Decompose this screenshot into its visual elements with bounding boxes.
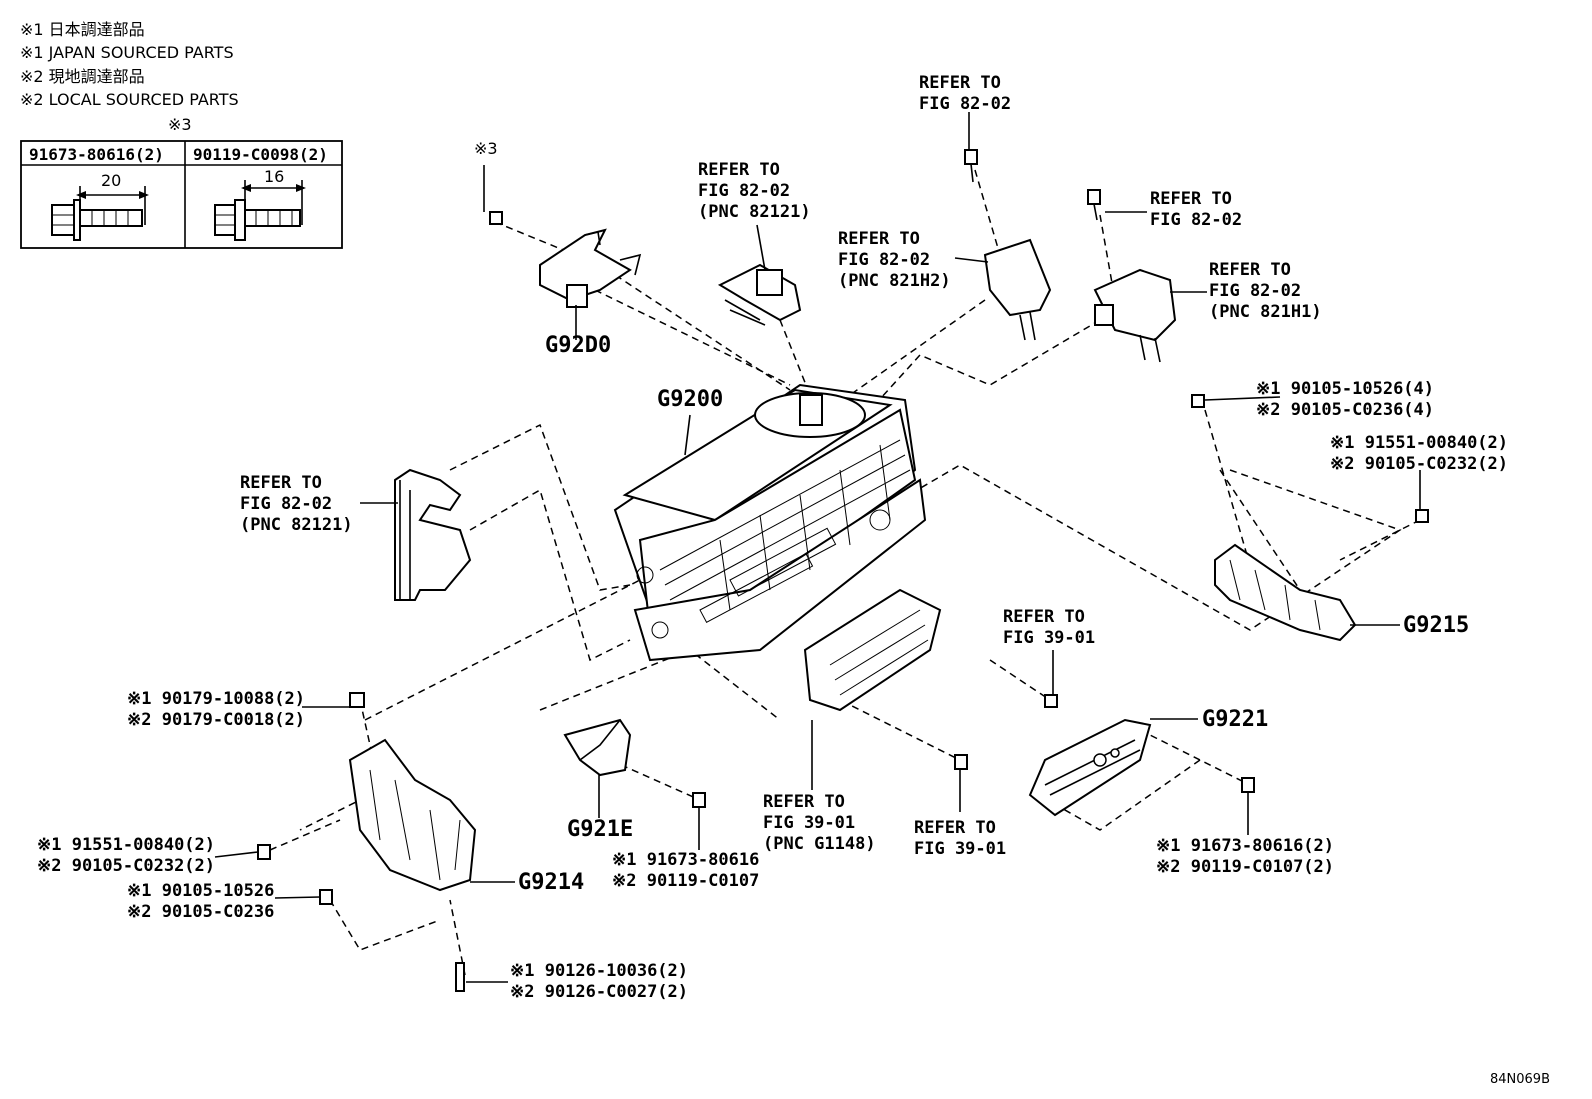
callout-nut-left: ※1 90179-10088(2) ※2 90179-C0018(2) (127, 689, 305, 730)
part-number-jp: ※1 90126-10036(2) (510, 961, 688, 981)
refer-pncg1148: REFER TO FIG 39-01 (PNC G1148) (763, 792, 876, 854)
refer-pnc82121-left: REFER TO FIG 82-02 (PNC 82121) (240, 473, 353, 535)
bracket-g92d0 (489, 211, 642, 308)
refer-line: REFER TO (240, 473, 322, 493)
flange-bolt-16-icon (214, 180, 306, 241)
part-number-jp: ※1 90105-10526(4) (1256, 379, 1434, 399)
bolt-table-col1-header: 91673-80616(2) (29, 145, 164, 164)
bolt2-length-dim: 16 (264, 167, 284, 186)
bolt1-length-dim: 20 (101, 171, 121, 190)
refer-8202-top: REFER TO FIG 82-02 (919, 73, 1011, 114)
refer-fig: FIG 39-01 (914, 839, 1006, 859)
refer-line: REFER TO (1209, 260, 1291, 280)
bolt-table-col2-header: 90119-C0098(2) (193, 145, 328, 164)
refer-fig: FIG 82-02 (698, 181, 790, 201)
callout-bolt-right-top: ※1 90105-10526(4) ※2 90105-C0236(4) (1256, 379, 1434, 420)
refer-fig: FIG 39-01 (763, 813, 855, 833)
refer-line: REFER TO (919, 73, 1001, 93)
refer-fig: FIG 82-02 (1209, 281, 1301, 301)
g9221-label: G9221 (1202, 707, 1268, 732)
refer-line: REFER TO (763, 792, 845, 812)
callout-bolt-left-low: ※1 90105-10526 ※2 90105-C0236 (127, 881, 274, 922)
part-number-local: ※2 90105-C0236(4) (1256, 400, 1434, 420)
g9214-label: G9214 (518, 870, 584, 895)
refer-fig: FIG 82-02 (240, 494, 332, 514)
part-number-local: ※2 90105-C0232(2) (1330, 454, 1508, 474)
refer-pnc821h2: REFER TO FIG 82-02 (PNC 821H2) (838, 229, 951, 291)
part-number-local: ※2 90126-C0027(2) (510, 982, 688, 1002)
flange-bolt-20-icon (51, 186, 149, 241)
callout-bolt-right-mid: ※1 91551-00840(2) ※2 90105-C0232(2) (1330, 433, 1508, 474)
refer-pnc: (PNC 821H1) (1209, 302, 1322, 322)
g92d0-label: G92D0 (545, 333, 611, 358)
g9215-label: G9215 (1403, 613, 1469, 638)
cable-bracket-pnc82121-left (394, 468, 472, 601)
leader-lines (214, 112, 1421, 983)
mark3-label: ※3 (474, 139, 498, 158)
labels: ※3 G92D0 G9200 G9215 G9221 G921E G9214 R… (37, 73, 1550, 1087)
refer-pnc: (PNC G1148) (763, 834, 876, 854)
part-number-local: ※2 90105-C0232(2) (37, 856, 215, 876)
refer-pnc82121-top: REFER TO FIG 82-02 (PNC 82121) (698, 160, 811, 222)
g921e-label: G921E (567, 817, 633, 842)
cover-plate-g9221 (1028, 718, 1255, 817)
bracket-g921e (563, 718, 706, 808)
refer-fig: FIG 82-02 (838, 250, 930, 270)
refer-3901-bottom: REFER TO FIG 39-01 (914, 818, 1006, 859)
refer-pnc: (PNC 82121) (240, 515, 353, 535)
note-japan-jp: ※1 日本調達部品 (20, 20, 145, 39)
callout-stud-bottom: ※1 90126-10036(2) ※2 90126-C0027(2) (510, 961, 688, 1002)
part-number-jp: ※1 91551-00840(2) (1330, 433, 1508, 453)
refer-pnc: (PNC 821H2) (838, 271, 951, 291)
note-local-en: ※2 LOCAL SOURCED PARTS (20, 90, 239, 109)
refer-line: REFER TO (698, 160, 780, 180)
sourcing-notes: ※1 日本調達部品 ※1 JAPAN SOURCED PARTS ※2 現地調達… (20, 20, 239, 109)
refer-3901-mid: REFER TO FIG 39-01 (1003, 607, 1095, 648)
refer-fig: FIG 82-02 (919, 94, 1011, 114)
part-number-local: ※2 90119-C0107 (612, 871, 759, 891)
inverter-assembly-g9200 (613, 383, 927, 662)
callout-bolt-left-mid: ※1 91551-00840(2) ※2 90105-C0232(2) (37, 835, 215, 876)
refer-line: REFER TO (914, 818, 996, 838)
connector-pnc82121-top (717, 263, 802, 326)
part-number-jp: ※1 90179-10088(2) (127, 689, 305, 709)
bracket-g9215 (1191, 394, 1429, 642)
bolt-table-marker: ※3 (168, 115, 192, 134)
part-number-jp: ※1 90105-10526 (127, 881, 274, 901)
refer-fig: FIG 39-01 (1003, 628, 1095, 648)
part-number-jp: ※1 91673-80616(2) (1156, 836, 1334, 856)
diagram-code: 84N069B (1490, 1072, 1550, 1087)
part-number-jp: ※1 91551-00840(2) (37, 835, 215, 855)
refer-fig: FIG 82-02 (1150, 210, 1242, 230)
refer-pnc: (PNC 82121) (698, 202, 811, 222)
g9200-label: G9200 (657, 387, 723, 412)
terminal-block-g1148 (803, 588, 1058, 770)
callout-bolt-center: ※1 91673-80616 ※2 90119-C0107 (612, 850, 759, 891)
refer-line: REFER TO (1150, 189, 1232, 209)
refer-line: REFER TO (1003, 607, 1085, 627)
note-local-jp: ※2 現地調達部品 (20, 67, 145, 86)
refer-8202-right: REFER TO FIG 82-02 (1150, 189, 1242, 230)
bolt-table: ※3 91673-80616(2) 90119-C0098(2) 20 (20, 115, 343, 249)
refer-line: REFER TO (838, 229, 920, 249)
part-number-jp: ※1 91673-80616 (612, 850, 759, 870)
sensor-pnc821h1 (1087, 189, 1177, 363)
assembly-lines (269, 169, 1421, 976)
part-number-local: ※2 90119-C0107(2) (1156, 857, 1334, 877)
refer-pnc821h1: REFER TO FIG 82-02 (PNC 821H1) (1209, 260, 1322, 322)
note-japan-en: ※1 JAPAN SOURCED PARTS (20, 43, 234, 62)
part-number-local: ※2 90179-C0018(2) (127, 710, 305, 730)
part-number-local: ※2 90105-C0236 (127, 902, 274, 922)
sensor-pnc821h2 (964, 149, 1052, 341)
bracket-g9214 (257, 692, 477, 992)
callout-bolt-g9221: ※1 91673-80616(2) ※2 90119-C0107(2) (1156, 836, 1334, 877)
